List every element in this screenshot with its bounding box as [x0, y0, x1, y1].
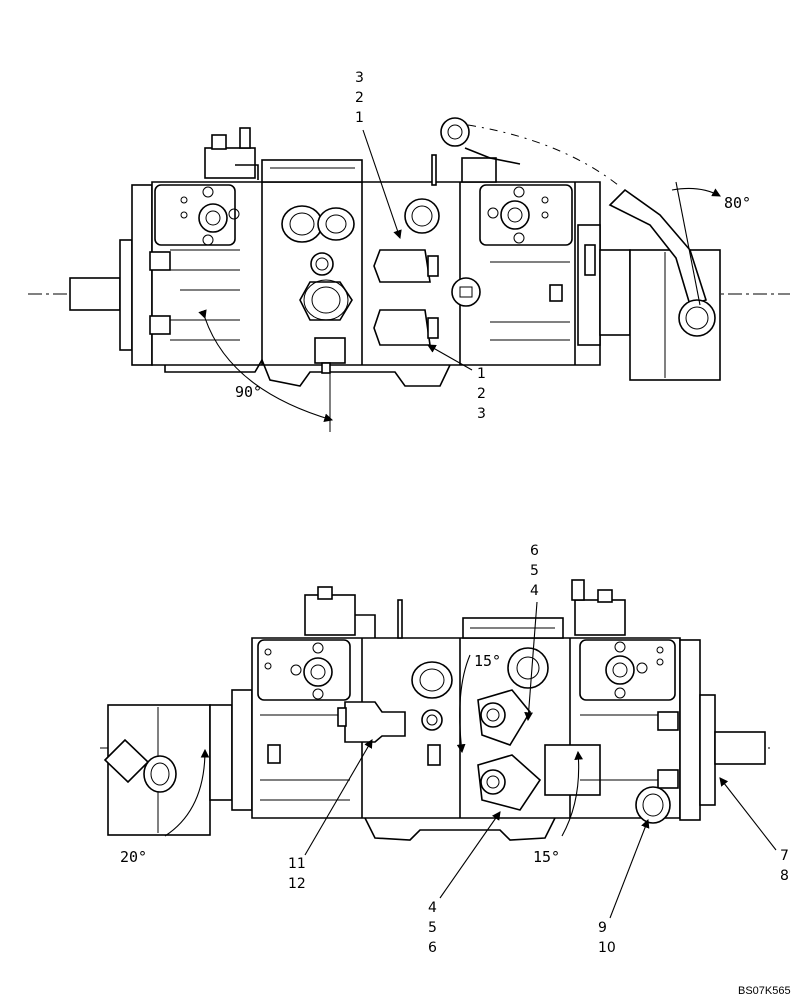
bottom-20-degree-arc	[164, 748, 210, 837]
bottom-15-bottom-arc	[561, 750, 584, 837]
svg-text:5: 5	[428, 920, 437, 936]
bottom-callout-far-right: 7 8	[719, 777, 789, 884]
bottom-angle-20-label: 20°	[120, 848, 147, 866]
svg-text:11: 11	[288, 856, 306, 872]
bottom-angle-15-bottom-label: 15°	[533, 848, 560, 866]
bottom-15-top-arc	[456, 654, 471, 754]
bottom-callout-right-low: 9 10	[598, 818, 650, 956]
top-angle-90-label: 90°	[235, 383, 262, 401]
top-callout-lower: 1 2 3	[427, 344, 486, 422]
svg-text:4: 4	[530, 583, 539, 599]
svg-text:9: 9	[598, 920, 607, 936]
bottom-annotations: 6 5 4 15° 15° 20° 11 12 4 5 6 9 10 7	[120, 543, 789, 956]
svg-text:8: 8	[780, 868, 789, 884]
top-callout-upper: 3 2 1	[355, 70, 402, 240]
svg-text:1: 1	[477, 366, 486, 382]
top-angle-80-label: 80°	[724, 194, 751, 212]
top-input-shaft	[69, 277, 121, 311]
svg-text:5: 5	[530, 563, 539, 579]
svg-text:12: 12	[288, 876, 306, 892]
svg-text:2: 2	[355, 90, 364, 106]
drawing-code: BS07K565	[738, 985, 791, 997]
top-90-degree-arc	[198, 309, 334, 423]
svg-text:6: 6	[530, 543, 539, 559]
top-pump-view	[28, 117, 790, 387]
svg-text:7: 7	[780, 848, 789, 864]
bottom-output-shaft	[714, 731, 766, 765]
bottom-angle-15-top-label: 15°	[474, 652, 501, 670]
bottom-pump-view	[100, 579, 770, 841]
top-mount-flange	[119, 239, 133, 351]
svg-text:1: 1	[355, 110, 364, 126]
bottom-callout-bottom-mid: 4 5 6	[428, 811, 501, 956]
svg-text:3: 3	[355, 70, 364, 86]
svg-text:2: 2	[477, 386, 486, 402]
top-80-degree-arc	[671, 187, 721, 197]
bottom-callout-left: 11 12	[288, 739, 373, 892]
svg-text:10: 10	[598, 940, 616, 956]
bottom-callout-top: 6 5 4	[524, 543, 539, 722]
svg-text:6: 6	[428, 940, 437, 956]
svg-text:3: 3	[477, 406, 486, 422]
top-manifold-plate	[261, 159, 363, 183]
top-annotations: 90° 80° 3 2 1 1 2 3	[198, 70, 751, 432]
svg-text:4: 4	[428, 900, 437, 916]
